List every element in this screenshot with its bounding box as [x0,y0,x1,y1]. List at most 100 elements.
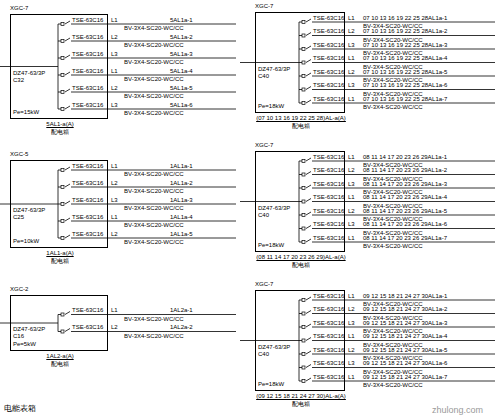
circuit-number: 09 12 15 18 21 24 27 30AL1a-1 [363,293,447,300]
branch-circuit [71,92,236,93]
branch-line [58,314,61,315]
cable-spec: BV-3X4-SC20-WC/CC [124,222,184,229]
branch-circuit [312,103,495,104]
cable-spec: BV-3X4-SC20-WC/CC [124,42,184,49]
phase-label: L1 [348,154,355,161]
switch-blade [306,351,311,354]
breaker-type: TSE-63C16 [72,17,103,24]
phase-label: L1 [348,55,355,62]
breaker-symbol [61,169,64,172]
circuit-number: 08 11 14 17 20 23 26 29AL1a-1 [363,154,447,161]
phase-label: L2 [348,28,355,35]
breaker-type: TSE-63C16 [313,235,344,242]
box-code: XGC-7 [255,3,273,10]
phase-label: L1 [111,68,118,75]
branch-line [299,62,302,63]
circuit-number: 5AL1a-3 [170,51,193,58]
breaker-symbol [61,74,64,77]
circuit-number: 07 10 13 16 19 22 25 28AL1a-2 [363,28,447,35]
phase-label: L1 [111,214,118,221]
branch-line [299,188,302,189]
switch-blade [306,87,311,90]
branch-line [299,35,302,36]
incoming-line [10,323,58,324]
box-type: 配电箱 [292,262,310,269]
branch-circuit [312,313,495,314]
branch-line [299,340,302,341]
phase-label: L3 [348,181,355,188]
branch-line [58,58,61,59]
breaker-type: TSE-63C16 [313,82,344,89]
branch-line [299,161,302,162]
circuit-number: 08 11 14 17 20 23 26 29AL1a-4 [363,194,447,201]
sheet-note: 电能表箱 [4,404,36,413]
circuit-number: 08 11 14 17 20 23 26 29AL1a-6 [363,221,447,228]
circuit-number: 08 11 14 17 20 23 26 29AL1a-2 [363,167,447,174]
circuit-number: 09 12 15 18 21 24 27 30AL1a-5 [363,347,447,354]
branch-circuit [312,188,495,189]
branch-circuit [312,300,495,301]
incoming-line [10,66,58,67]
cable-spec: BV-3X4-SC20-WC/CC [124,316,184,323]
branch-line [58,204,61,205]
branch-line [299,327,302,328]
cable-spec: BV-3X4-SC20-WC/CC [363,243,423,250]
branch-circuit [71,187,236,188]
incoming-breaker: DZ47-63/3P C40 [258,344,297,358]
box-code: XGC-7 [10,5,28,12]
breaker-symbol [61,40,64,43]
circuit-number: 08 11 14 17 20 23 26 29AL1a-5 [363,208,447,215]
power-rating: Pe=18kW [258,103,284,110]
feeder-cable [240,62,255,63]
circuit-number: 09 12 15 18 21 24 27 30AL1a-7 [363,374,447,381]
breaker-symbol [302,173,305,176]
branch-line [58,75,61,76]
phase-label: L2 [348,347,355,354]
breaker-symbol [302,75,305,78]
cable-spec: BV-3X4-SC20-WC/CC [124,93,184,100]
breaker-type: TSE-63C16 [313,69,344,76]
branch-circuit [312,22,495,23]
breaker-type: TSE-63C16 [313,347,344,354]
branch-line [299,381,302,382]
circuit-number: 07 10 13 16 19 22 25 28AL1a-5 [363,69,447,76]
breaker-type: TSE-63C16 [72,307,103,314]
incoming-breaker: DZ47-63/3P C32 [13,70,56,84]
phase-label: L2 [348,69,355,76]
circuit-number: 08 11 14 17 20 23 26 29AL1a-3 [363,181,447,188]
breaker-type: TSE-63C16 [313,181,344,188]
switch-blade [65,235,70,238]
breaker-type: TSE-63C16 [313,194,344,201]
switch-blade [306,239,311,242]
incoming-breaker: DZ47-63/2P C16 [13,326,56,340]
box-name: (08 11 14 17 20 23 26 29)AL-a(A) [256,254,345,261]
switch-blade [65,184,70,187]
switch-blade [306,365,311,368]
breaker-symbol [61,203,64,206]
cable-spec: BV-3X4-SC20-WC/CC [124,59,184,66]
breaker-symbol [302,214,305,217]
feeder-cable [0,66,10,67]
phase-label: L2 [348,208,355,215]
box-type: 配电箱 [51,258,69,265]
phase-label: L3 [348,360,355,367]
branch-circuit [71,314,236,315]
branch-line [58,92,61,93]
switch-blade [65,38,70,41]
circuit-number: 5AL1a-5 [170,85,193,92]
breaker-type: TSE-63C16 [72,68,103,75]
incoming-breaker: DZ47-63/3P C40 [258,66,297,80]
switch-blade [306,378,311,381]
branch-circuit [71,221,236,222]
branch-circuit [312,35,495,36]
breaker-type: TSE-63C16 [313,55,344,62]
switch-blade [306,199,311,202]
box-code: XGC-2 [10,286,28,293]
breaker-type: TSE-63C16 [72,180,103,187]
breaker-symbol [61,220,64,223]
branch-circuit [312,340,495,341]
circuit-number: 1AL1a-2 [170,180,193,187]
branch-circuit [312,201,495,202]
box-name: 5AL1-a(A) [46,121,73,128]
branch-line [299,103,302,104]
